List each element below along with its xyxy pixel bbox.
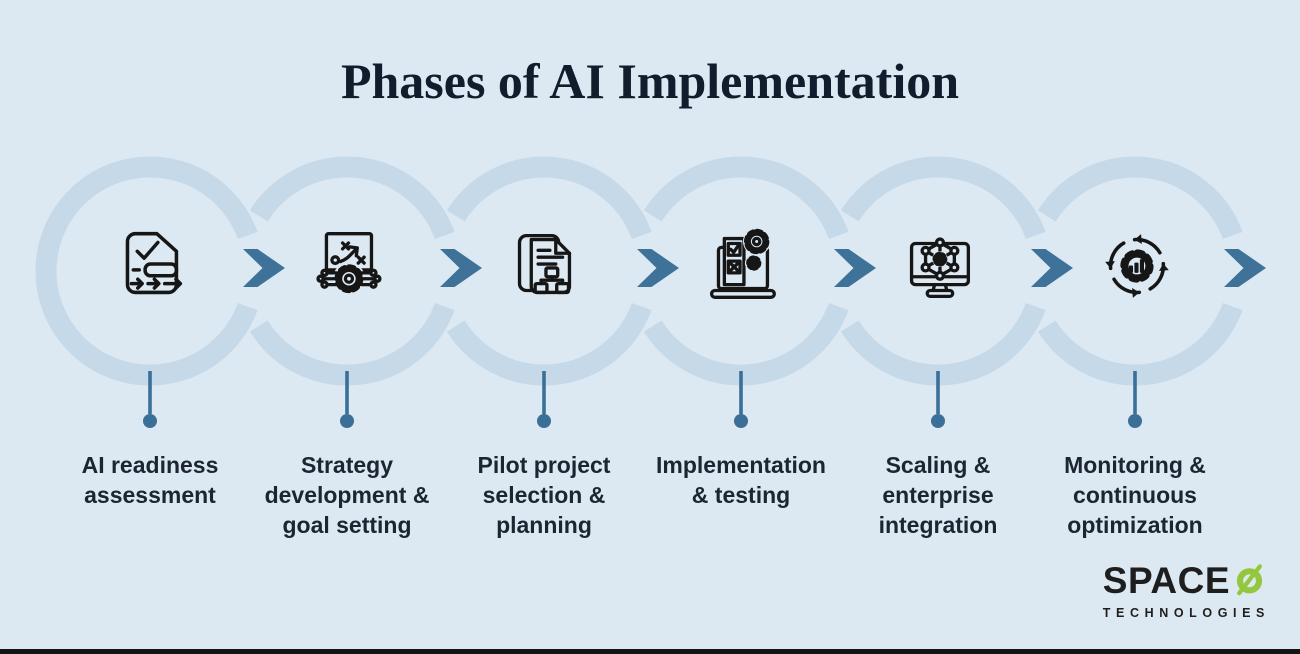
- phase-label: Monitoring & continuous optimization: [1064, 452, 1206, 538]
- chevron-right-icon: [243, 249, 285, 287]
- chevron-right-icon: [834, 249, 876, 287]
- ring-arc: [446, 302, 652, 386]
- phase-label: Implementation & testing: [656, 452, 826, 508]
- phase-label: Scaling & enterprise integration: [878, 452, 998, 538]
- ring-arc: [1037, 302, 1243, 386]
- ring-arc: [249, 156, 455, 240]
- ring-arc: [643, 302, 849, 386]
- scaling-network-icon: [891, 219, 985, 313]
- connector-dot: [931, 414, 945, 428]
- spaceo-logo: SPACE TECHNOLOGIES: [1103, 560, 1270, 620]
- bottom-border: [0, 649, 1300, 654]
- logo-crossed-o-icon: [1236, 564, 1263, 596]
- chevron-right-icon: [1031, 249, 1073, 287]
- chevron-right-icon: [440, 249, 482, 287]
- connector-dot: [734, 414, 748, 428]
- connector-dot: [1128, 414, 1142, 428]
- readiness-document-icon: [103, 219, 197, 313]
- connector-dot: [340, 414, 354, 428]
- chevron-right-icon: [1224, 249, 1266, 287]
- phase-label: Pilot project selection & planning: [477, 452, 611, 538]
- connector-dot: [537, 414, 551, 428]
- implementation-laptop-icon: [694, 219, 788, 313]
- connector-dot: [143, 414, 157, 428]
- strategy-plan-icon: [300, 219, 394, 313]
- logo-brand-text: SPACE: [1102, 560, 1231, 601]
- page-title: Phases of AI Implementation: [340, 53, 960, 109]
- ring-arc: [446, 156, 652, 240]
- phase-label: Strategy development & goal setting: [264, 452, 430, 538]
- ring-arc: [840, 156, 1046, 240]
- ring-arc: [840, 302, 1046, 386]
- ring-arc: [35, 156, 258, 386]
- chevron-right-icon: [637, 249, 679, 287]
- ring-arc: [1037, 156, 1243, 240]
- phase-label: AI readiness assessment: [81, 452, 219, 508]
- logo-subtitle: TECHNOLOGIES: [1102, 606, 1270, 620]
- ring-arc: [249, 302, 455, 386]
- pilot-documents-icon: [497, 219, 591, 313]
- logo-wordmark: SPACE: [1103, 560, 1270, 602]
- ring-arc: [643, 156, 849, 240]
- monitoring-cycle-icon: [1088, 219, 1182, 313]
